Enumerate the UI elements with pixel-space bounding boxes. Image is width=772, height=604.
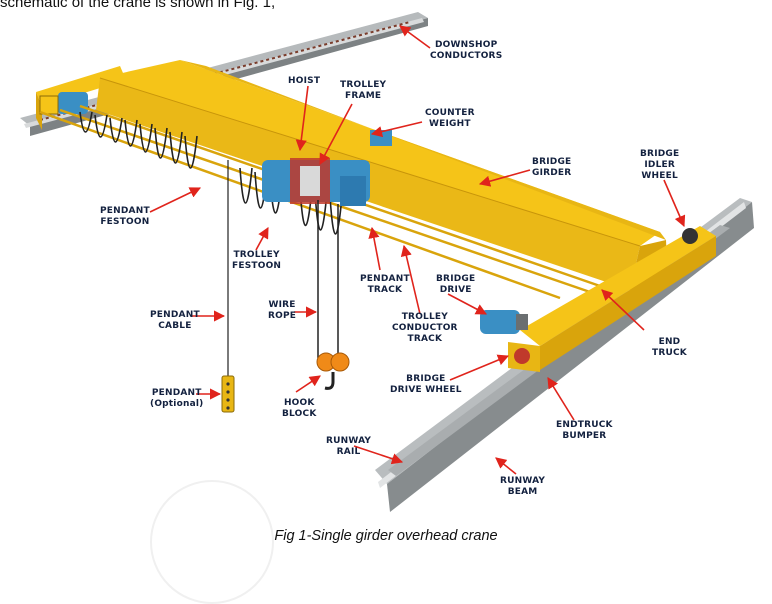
hook-block [316,200,350,390]
label-counter-weight: COUNTER WEIGHT [425,108,475,129]
label-downshop-conductors: DOWNSHOP CONDUCTORS [430,40,503,61]
figure: schematic of the crane is shown in Fig. … [0,0,754,604]
label-pendant-festoon: PENDANT FESTOON [100,206,150,227]
label-hook-block: HOOK BLOCK [282,398,317,419]
label-pendant-cable: PENDANT CABLE [150,310,200,331]
label-bridge-drive-wheel: BRIDGE DRIVE WHEEL [390,374,462,395]
intro-text: schematic of the crane is shown in Fig. … [0,0,276,11]
label-pendant-track: PENDANT TRACK [360,274,410,295]
figure-caption: Fig 1-Single girder overhead crane [274,528,498,544]
pendant [221,160,235,413]
label-runway-beam: RUNWAY BEAM [500,476,546,497]
right-end-truck [480,226,716,372]
label-bridge-girder: BRIDGE GIRDER [532,157,572,178]
crane-illustration [20,12,754,512]
label-wire-rope: WIRE ROPE [268,300,297,321]
label-trolley-conductor-track: TROLLEY CONDUCTOR TRACK [392,312,458,344]
hoist [262,130,392,206]
pointer-arrows [149,25,686,475]
label-hoist: HOIST [288,76,321,86]
label-runway-rail: RUNWAY RAIL [326,436,372,457]
label-bridge-drive: BRIDGE DRIVE [436,274,476,295]
label-bridge-idler-wheel: BRIDGE IDLER WHEEL [640,149,680,181]
label-trolley-frame: TROLLEY FRAME [340,80,387,101]
label-endtruck-bumper: ENDTRUCK BUMPER [556,420,613,441]
label-trolley-festoon: TROLLEY FESTOON [232,250,282,271]
label-pendant-optional: PENDANT (Optional) [150,388,204,409]
left-end-truck [36,66,126,130]
label-end-truck: END TRUCK [652,337,687,358]
